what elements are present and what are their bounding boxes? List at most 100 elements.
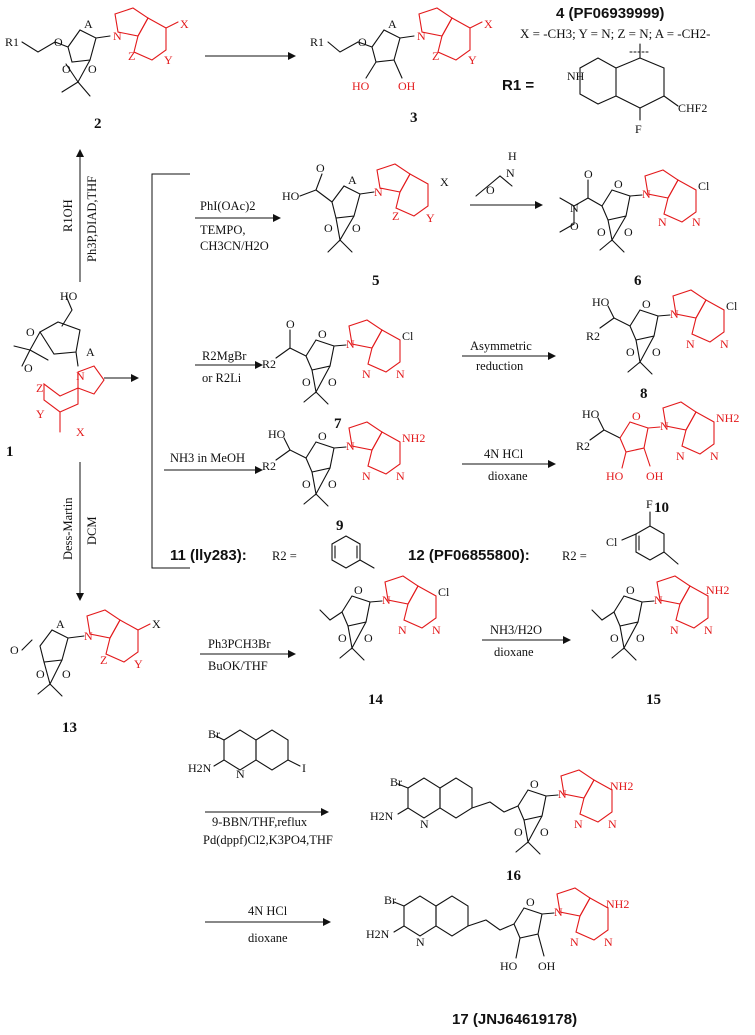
nitrogen-label: N — [558, 787, 567, 801]
compound-8-structure: HO R2 O O O N Cl N N — [586, 289, 738, 375]
a-atom-label: A — [388, 17, 397, 31]
nitrogen-label: N — [362, 469, 371, 483]
z-atom-label: Z — [432, 49, 439, 63]
nitrogen-label: N — [76, 369, 85, 383]
nitrogen-label: N — [417, 29, 426, 43]
oxygen-label: O — [364, 631, 373, 645]
compound-10-label: 10 — [654, 500, 669, 516]
hydroxyl-label: OH — [646, 469, 664, 483]
compound-1-structure: HO O O A N Z Y X — [13, 289, 105, 439]
oxygen-label: O — [352, 221, 361, 235]
z-atom-label: Z — [36, 381, 43, 395]
a-atom-label: A — [348, 173, 357, 187]
amine-label: NH2 — [610, 779, 633, 793]
aqueous-ammonia: NH3/H2O — [490, 623, 542, 637]
nitrogen-label: N — [374, 185, 383, 199]
nitrogen-label: N — [396, 469, 405, 483]
compound-5-structure: HO O A O O N X Z Y — [282, 161, 449, 253]
nitrogen-label: N — [554, 905, 563, 919]
hydroxyl-label: HO — [592, 295, 610, 309]
oxidation-reagent-2: TEMPO, — [200, 223, 246, 237]
compound-14-label: 14 — [368, 692, 384, 708]
nitrogen-label: N — [574, 817, 583, 831]
nitrogen-label: N — [670, 623, 679, 637]
dioxane-solvent: dioxane — [494, 645, 534, 659]
hydroxyl-label: OH — [538, 959, 556, 973]
phenyl-structure — [331, 535, 375, 569]
a-atom-label: A — [86, 345, 95, 359]
weinreb-amine-structure: O H N — [475, 149, 517, 197]
amine-label: NH2 — [716, 411, 739, 425]
nitrogen-label: N — [642, 187, 651, 201]
oxygen-label: O — [324, 221, 333, 235]
oxygen-label: O — [626, 345, 635, 359]
hydroxyl-label: OH — [398, 79, 416, 93]
a-atom-label: A — [56, 617, 65, 631]
dioxane-solvent: dioxane — [488, 469, 528, 483]
oxygen-label: O — [302, 477, 311, 491]
r1-isoquinoline-structure: NH F CHF2 — [567, 43, 707, 136]
nitrogen-label: N — [416, 935, 425, 949]
bromine-label: Br — [390, 775, 402, 789]
dess-martin-reagent: Dess-Martin — [61, 497, 75, 560]
bromoiodoquinoline-structure: Br H2N N I — [188, 727, 306, 781]
mitsunobu-reagent-1: R1OH — [61, 199, 75, 232]
chlorine-label: Cl — [438, 585, 450, 599]
oxygen-label: O — [584, 167, 593, 181]
compound-17-structure: Br H2N N O HO OH N NH2 N N — [366, 887, 629, 973]
asymmetric-reduction-line-2: reduction — [476, 359, 524, 373]
dcm-solvent: DCM — [85, 517, 99, 545]
compound-6-label: 6 — [634, 273, 642, 289]
x-atom-label: X — [440, 175, 449, 189]
compound-11-label: 11 (lly283): — [170, 547, 247, 564]
chlorofluorophenyl-structure: F Cl — [606, 497, 679, 565]
compound-9-structure: HO R2 O O O N NH2 N N — [262, 421, 425, 507]
hcl-reagent: 4N HCl — [248, 904, 288, 918]
compound-3-label: 3 — [410, 110, 418, 126]
nitrogen-label: N — [420, 817, 429, 831]
compound-12-label: 12 (PF06855800): — [408, 547, 530, 564]
oxygen-label: O — [328, 375, 337, 389]
nitrogen-label: N — [362, 367, 371, 381]
oxygen-label: O — [328, 477, 337, 491]
compound-13-structure: O A O O N X Z Y — [10, 609, 161, 697]
oxygen-label: O — [614, 177, 623, 191]
mitsunobu-reagent-2: Ph3P,DIAD,THF — [85, 176, 99, 262]
nitrogen-label: N — [398, 623, 407, 637]
oxygen-label: O — [338, 631, 347, 645]
nitrogen-label: N — [704, 623, 713, 637]
nitrogen-label: N — [658, 215, 667, 229]
r2-atom-label: R2 — [576, 439, 590, 453]
compound-11-r2-label: R2 = — [272, 549, 297, 563]
dioxane-solvent: dioxane — [248, 931, 288, 945]
oxygen-label: O — [302, 375, 311, 389]
compound-2-label: 2 — [94, 116, 102, 132]
oxygen-label: O — [54, 35, 63, 49]
y-atom-label: Y — [468, 53, 477, 67]
nitrogen-label: N — [710, 449, 719, 463]
nitrogen-label: N — [506, 166, 515, 180]
x-atom-label: X — [484, 17, 493, 31]
nitrogen-label: N — [432, 623, 441, 637]
nitrogen-label: N — [382, 593, 391, 607]
oxygen-label: O — [358, 35, 367, 49]
wittig-base: BuOK/THF — [208, 659, 268, 673]
amine-label: NH2 — [706, 583, 729, 597]
chlorine-label: Cl — [402, 329, 414, 343]
oxygen-label: O — [36, 667, 45, 681]
oxygen-label: O — [62, 62, 71, 76]
compound-4-label: 4 (PF06939999) — [556, 5, 664, 22]
nitrogen-label: N — [346, 439, 355, 453]
oxygen-label: O — [540, 825, 549, 839]
oxygen-label: O — [632, 409, 641, 423]
oxidation-solvent: CH3CN/H2O — [200, 239, 269, 253]
oxygen-label: O — [597, 225, 606, 239]
compound-14-structure: O O O N Cl N N — [319, 575, 450, 661]
oxygen-label: O — [318, 327, 327, 341]
ammonia-methanol: NH3 in MeOH — [170, 451, 245, 465]
r1-atom-label: R1 — [5, 35, 19, 49]
fluorine-label: F — [646, 497, 653, 511]
nitrogen-label: N — [660, 419, 669, 433]
oxidation-reagent-1: PhI(OAc)2 — [200, 199, 256, 213]
oxygen-label: O — [526, 895, 535, 909]
